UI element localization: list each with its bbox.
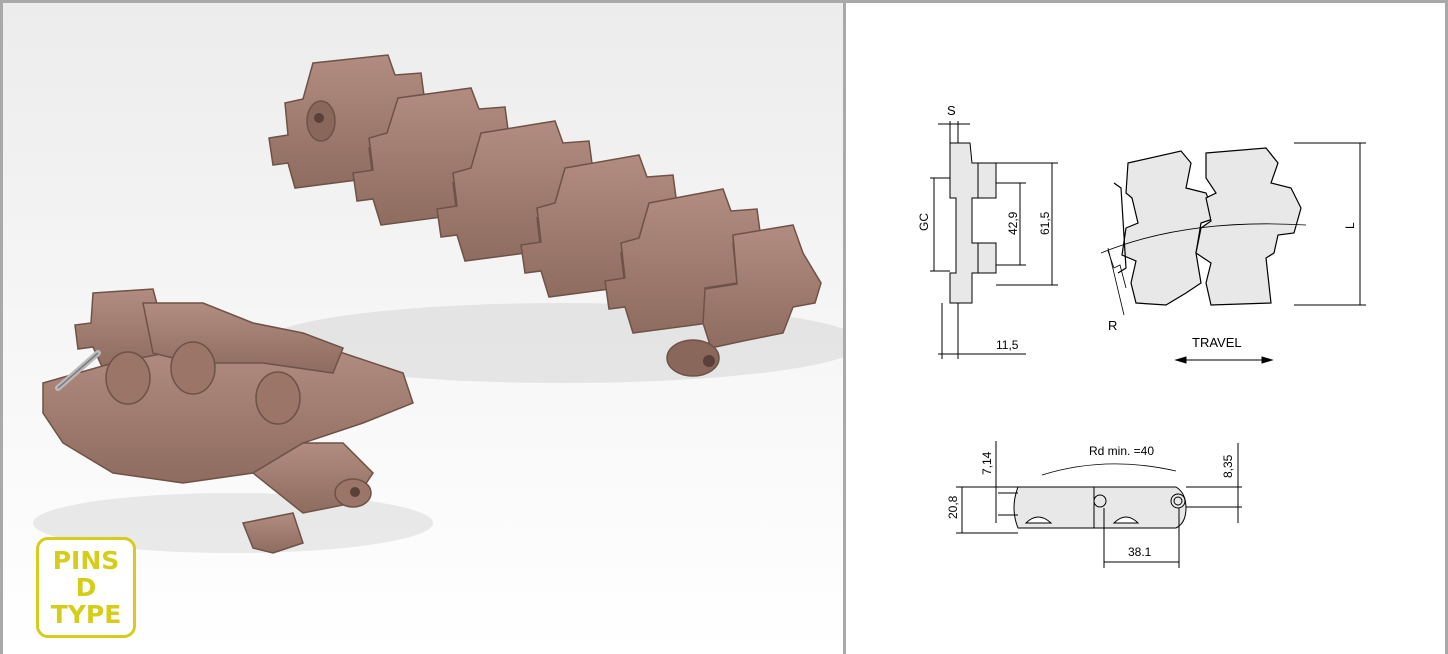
dim-pitch-label: 38.1 [1128, 545, 1152, 559]
technical-drawing: S GC 42,9 61,5 11,5 [846, 3, 1445, 654]
panel-divider [843, 0, 846, 654]
travel-label: TRAVEL [1192, 335, 1242, 350]
dim-7-14-label: 7,14 [980, 451, 994, 475]
dim-l-label: L [1343, 222, 1357, 229]
dim-r-label: R [1108, 318, 1117, 333]
product-photo: PINS D TYPE [3, 3, 843, 654]
dim-s-label: S [947, 103, 956, 118]
dim-rd-min-label: Rd min. =40 [1089, 444, 1154, 458]
pins-d-type-badge: PINS D TYPE [36, 537, 136, 638]
side-view: Rd min. =40 7,14 20,8 8,35 38.1 [946, 441, 1242, 568]
curved-chain [268, 54, 822, 349]
chain-illustration [3, 3, 843, 654]
dim-61-5-label: 61,5 [1038, 211, 1052, 235]
dim-20-8-label: 20,8 [946, 495, 960, 519]
dim-8-35-label: 8,35 [1221, 454, 1235, 478]
badge-line-1: PINS [52, 546, 120, 575]
top-view: R L TRAVEL [1100, 142, 1366, 364]
dim-gc-label: GC [917, 213, 931, 231]
dim-42-9-label: 42,9 [1006, 211, 1020, 235]
badge-line-2: D [75, 573, 97, 602]
dim-11-5-label: 11,5 [996, 338, 1019, 352]
badge-line-3: TYPE [50, 600, 122, 629]
front-view: S GC 42,9 61,5 11,5 [917, 103, 1058, 359]
